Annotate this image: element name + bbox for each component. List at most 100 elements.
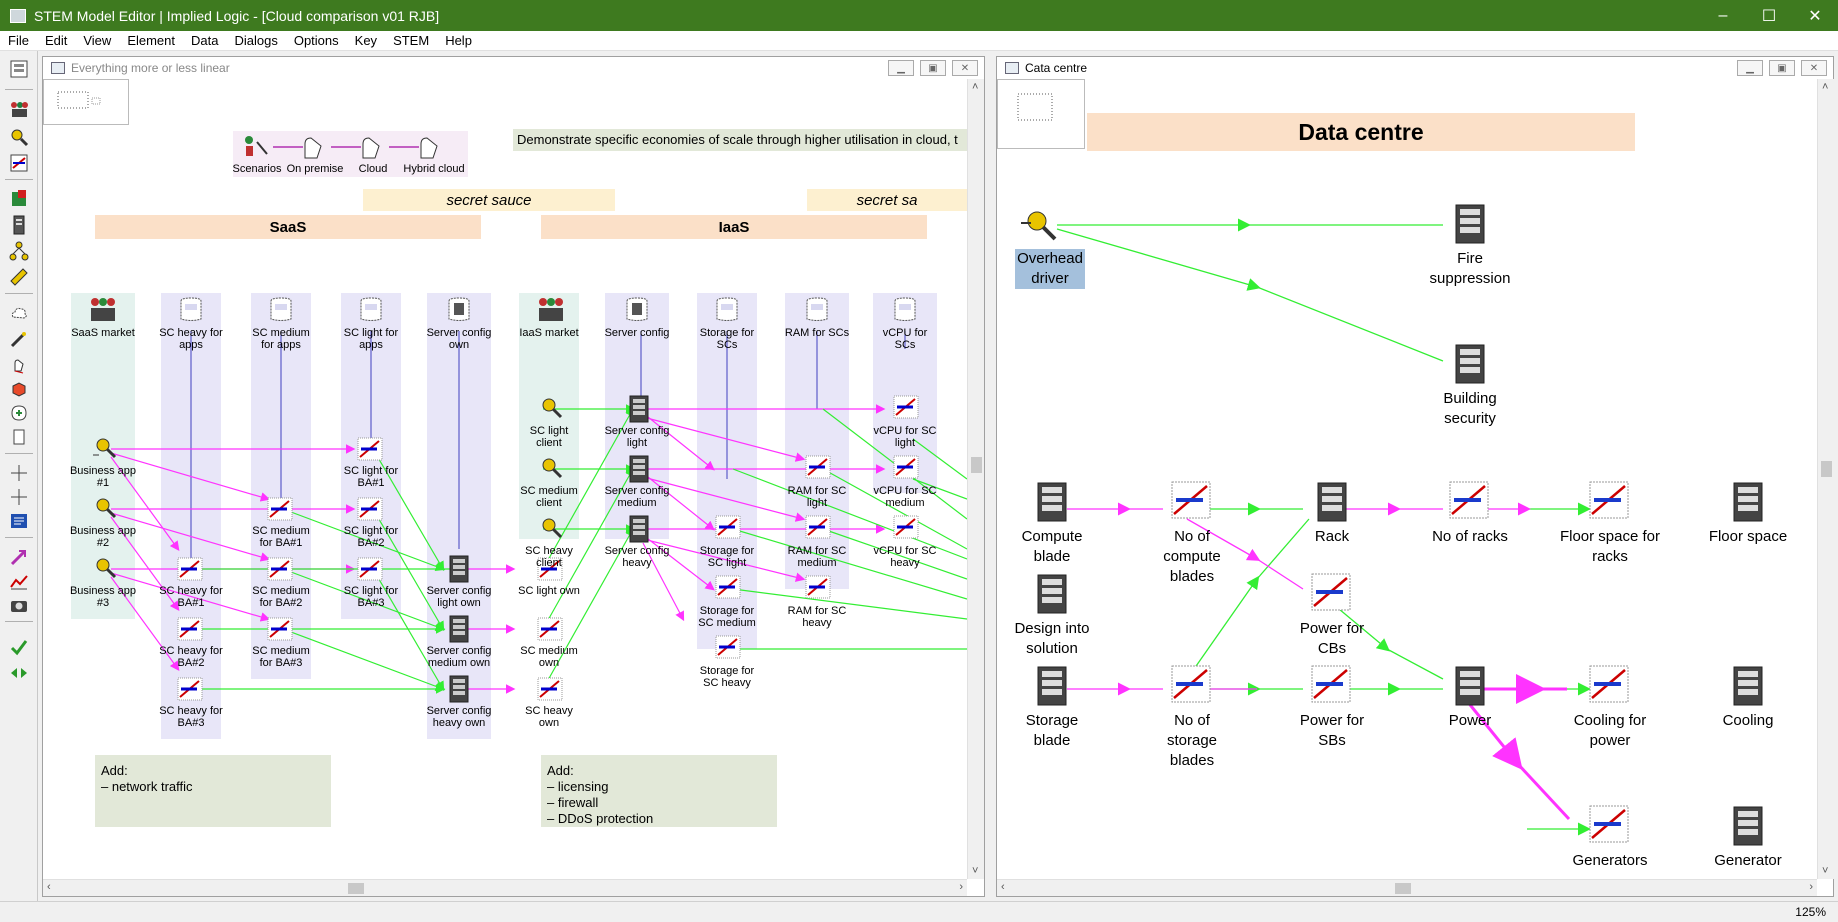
menu-element[interactable]: Element — [127, 33, 176, 48]
ruler-icon[interactable] — [7, 265, 31, 289]
no-racks-icon[interactable] — [1449, 481, 1489, 524]
sc-heavy-ba2-icon[interactable] — [177, 617, 203, 646]
cloud-icon[interactable] — [7, 301, 31, 325]
server-config-light-own-icon[interactable] — [447, 555, 471, 588]
left-vertical-scrollbar[interactable]: ˄ ˅ — [967, 79, 984, 879]
server-config-heavy-own-icon[interactable] — [447, 675, 471, 708]
maximize-button[interactable]: ☐ — [1761, 7, 1777, 25]
cooling-power-icon[interactable] — [1589, 665, 1629, 708]
storage-sc-light-icon[interactable] — [715, 515, 741, 544]
right-vertical-scrollbar[interactable]: ˄ ˅ — [1817, 79, 1834, 879]
sc-medium-ba3-icon[interactable] — [267, 617, 293, 646]
server-config-own-icon[interactable] — [445, 297, 473, 328]
ram-sc-light-icon[interactable] — [805, 455, 831, 484]
transformation-icon[interactable] — [7, 151, 31, 175]
sc-light-ba1-icon[interactable] — [357, 437, 383, 466]
floor-space-racks-icon[interactable] — [1589, 481, 1629, 524]
server-config-medium-icon[interactable] — [627, 455, 651, 488]
server-config-medium-own-icon[interactable] — [447, 615, 471, 648]
menu-file[interactable]: File — [8, 33, 29, 48]
right-hscroll-thumb[interactable] — [1395, 883, 1411, 894]
fire-suppression-icon[interactable] — [1453, 203, 1487, 250]
compute-blade-icon[interactable] — [1035, 481, 1069, 528]
plus-node-icon[interactable] — [7, 401, 31, 425]
menu-dialogs[interactable]: Dialogs — [234, 33, 278, 48]
iaas-market-icon[interactable] — [537, 297, 565, 328]
service-icon[interactable] — [7, 125, 31, 149]
generators-icon[interactable] — [1589, 805, 1629, 848]
left-horizontal-scrollbar[interactable]: ‹ › — [43, 879, 967, 896]
ram-sc-heavy-icon[interactable] — [805, 575, 831, 604]
power-cbs-icon[interactable] — [1311, 573, 1351, 616]
close-button[interactable]: ✕ — [1808, 7, 1822, 25]
menu-options[interactable]: Options — [293, 33, 339, 48]
sc-medium-ba2-icon[interactable] — [267, 557, 293, 586]
server-config-icon[interactable] — [623, 297, 651, 328]
hand-icon[interactable] — [7, 353, 31, 377]
storage-sc-medium-icon[interactable] — [715, 575, 741, 604]
sc-medium-client-icon[interactable] — [537, 455, 565, 486]
no-compute-blades-icon[interactable] — [1171, 481, 1211, 524]
saas-market-icon[interactable] — [89, 297, 117, 328]
design-solution-icon[interactable] — [1035, 573, 1069, 620]
link-icon[interactable] — [7, 239, 31, 263]
ram-sc-medium-icon[interactable] — [805, 515, 831, 544]
sc-light-ba2-icon[interactable] — [357, 497, 383, 526]
vcpu-sc-heavy-icon[interactable] — [893, 515, 919, 544]
pen-icon[interactable] — [7, 327, 31, 351]
cloud-hand-icon[interactable] — [359, 134, 387, 165]
left-close-button[interactable]: ✕ — [952, 60, 978, 76]
check-icon[interactable] — [7, 635, 31, 659]
cube-icon[interactable] — [7, 377, 31, 401]
no-storage-blades-icon[interactable] — [1171, 665, 1211, 708]
sc-heavy-apps-icon[interactable] — [177, 297, 205, 328]
on-premise-hand-icon[interactable] — [301, 134, 329, 165]
building-security-icon[interactable] — [1453, 343, 1487, 390]
scroll-icon[interactable] — [7, 425, 31, 449]
right-overview-thumbnail[interactable] — [997, 79, 1085, 149]
rack-icon[interactable] — [1315, 481, 1349, 528]
storage-blade-icon[interactable] — [1035, 665, 1069, 712]
menu-key[interactable]: Key — [354, 33, 378, 48]
left-canvas[interactable]: Demonstrate specific economies of scale … — [43, 79, 967, 879]
sc-heavy-ba3-icon[interactable] — [177, 677, 203, 706]
minimize-button[interactable]: – — [1718, 6, 1728, 24]
left-maximize-button[interactable]: ▣ — [920, 60, 946, 76]
right-close-button[interactable]: ✕ — [1801, 60, 1827, 76]
menu-stem[interactable]: STEM — [393, 33, 430, 48]
menu-help[interactable]: Help — [445, 33, 472, 48]
split-icon[interactable] — [7, 461, 31, 485]
menu-data[interactable]: Data — [191, 33, 219, 48]
menu-edit[interactable]: Edit — [44, 33, 68, 48]
overview-icon[interactable] — [7, 57, 31, 81]
sc-light-apps-icon[interactable] — [357, 297, 385, 328]
business-app-3-icon[interactable] — [91, 555, 119, 586]
sc-medium-ba1-icon[interactable] — [267, 497, 293, 526]
arrows-lr-icon[interactable] — [7, 661, 31, 685]
left-hscroll-thumb[interactable] — [348, 883, 364, 894]
scenarios-icon[interactable] — [243, 134, 271, 165]
business-app-1-icon[interactable] — [91, 435, 119, 466]
overview-thumbnail[interactable] — [43, 79, 129, 125]
right-minimize-button[interactable]: ▁ — [1737, 60, 1763, 76]
arrow-diagonal-icon[interactable] — [7, 545, 31, 569]
left-vscroll-thumb[interactable] — [971, 457, 982, 473]
sc-light-own-icon[interactable] — [537, 557, 563, 586]
server-config-light-icon[interactable] — [627, 395, 651, 428]
crosshair-icon[interactable] — [7, 485, 31, 509]
cooling-icon[interactable] — [1731, 665, 1765, 712]
sc-light-ba3-icon[interactable] — [357, 557, 383, 586]
left-minimize-button[interactable]: ▁ — [888, 60, 914, 76]
storage-scs-icon[interactable] — [713, 297, 741, 328]
text-box-icon[interactable] — [7, 509, 31, 533]
server-config-heavy-icon[interactable] — [627, 515, 651, 548]
sc-heavy-client-icon[interactable] — [537, 515, 565, 546]
right-canvas[interactable]: Data centre — [997, 79, 1817, 879]
sc-medium-apps-icon[interactable] — [267, 297, 295, 328]
hybrid-cloud-hand-icon[interactable] — [417, 134, 445, 165]
camera-icon[interactable] — [7, 593, 31, 617]
vcpu-scs-icon[interactable] — [891, 297, 919, 328]
ram-scs-icon[interactable] — [803, 297, 831, 328]
server-icon[interactable] — [7, 213, 31, 237]
resource-icon[interactable] — [7, 187, 31, 211]
